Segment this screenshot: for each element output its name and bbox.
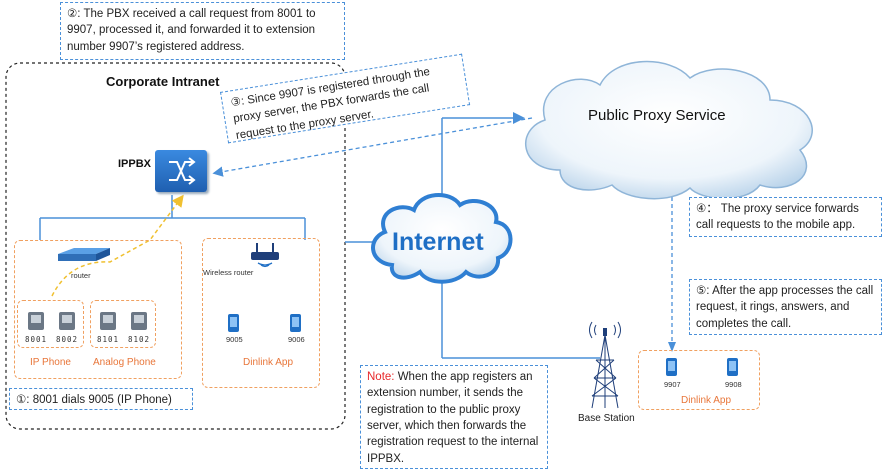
ext-9907: 9907 (664, 380, 681, 389)
proxy-to-pbx-flow (212, 117, 533, 177)
ext-8101: 8101 (97, 335, 120, 344)
router-icon (56, 246, 112, 264)
ext-9006: 9006 (288, 335, 305, 344)
dinlink-app-right-label: Dinlink App (681, 395, 732, 406)
ext-8001: 8001 (25, 335, 48, 344)
ip-phone-box (17, 300, 84, 348)
mobile-9907-icon (666, 358, 677, 376)
analog-phone-8101-icon (100, 312, 116, 330)
internet-label: Internet (392, 228, 484, 256)
switch-arrows-icon (169, 157, 196, 185)
ippbx-icon (155, 150, 207, 192)
ip-phone-8001-icon (28, 312, 44, 330)
call-path-yellow (51, 194, 184, 297)
step5-note: ⑤: After the app processes the call requ… (689, 279, 882, 335)
analog-phone-label: Analog Phone (93, 357, 156, 368)
ip-phone-8002-icon (59, 312, 75, 330)
mobile-9005-icon (228, 314, 239, 332)
mobile-app-group (638, 350, 760, 410)
step4-note: ④： The proxy service forwards call reque… (689, 197, 882, 237)
ip-phone-label: IP Phone (30, 357, 71, 368)
step2-note: ②: The PBX received a call request from … (60, 2, 345, 60)
proxy-label: Public Proxy Service (588, 107, 726, 124)
step1-note: ①: 8001 dials 9005 (IP Phone) (9, 388, 193, 410)
intranet-title: Corporate Intranet (106, 74, 220, 89)
wireless-router-label: Wireless router (203, 268, 254, 277)
intranet-boundary (5, 62, 346, 430)
ext-9005: 9005 (226, 335, 243, 344)
router-label: router (71, 271, 91, 280)
ext-8002: 8002 (56, 335, 79, 344)
registration-note-text: When the app registers an extension numb… (367, 371, 539, 465)
base-station-tower (589, 321, 621, 409)
analog-phone-8102-icon (131, 312, 147, 330)
ext-8102: 8102 (128, 335, 151, 344)
step5-text: ⑤: After the app processes the call requ… (696, 285, 874, 330)
proxy-cloud (525, 60, 813, 200)
registration-note: Note: When the app registers an extensio… (360, 365, 548, 469)
base-station-label: Base Station (578, 413, 635, 424)
step4-text: ④： The proxy service forwards call reque… (696, 203, 859, 232)
internet-cloud (371, 192, 513, 284)
analog-phone-box (90, 300, 156, 348)
ext-9908: 9908 (725, 380, 742, 389)
ippbx-label: IPPBX (118, 158, 152, 170)
step2-text: ②: The PBX received a call request from … (67, 8, 316, 53)
dinlink-app-left-label: Dinlink App (243, 357, 294, 368)
wireless-devices-group (202, 238, 320, 388)
wireless-router-icon (248, 242, 282, 268)
mobile-9908-icon (727, 358, 738, 376)
mobile-9006-icon (290, 314, 301, 332)
step1-text: ①: 8001 dials 9005 (IP Phone) (16, 394, 172, 406)
registration-note-label: Note: (367, 371, 395, 383)
wired-devices-group (14, 240, 182, 379)
